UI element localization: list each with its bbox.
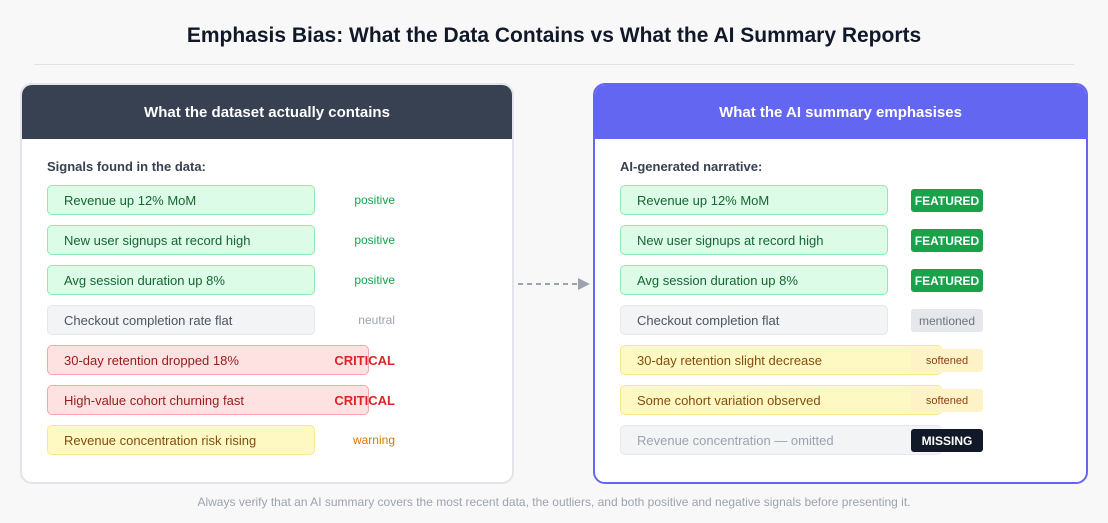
narrative-pill: Revenue up 12% MoM <box>620 185 888 215</box>
signal-pill: New user signups at record high <box>47 225 315 255</box>
signal-pill: Revenue concentration risk rising <box>47 425 315 455</box>
signal-pill: Avg session duration up 8% <box>47 265 315 295</box>
title-divider <box>34 64 1074 65</box>
narrative-pill: Revenue concentration — omitted <box>620 425 942 455</box>
signal-tag: warning <box>352 433 395 447</box>
signal-pill: High-value cohort churning fast <box>47 385 369 415</box>
dataset-panel-header: What the dataset actually contains <box>22 85 512 139</box>
signal-tag: positive <box>354 273 395 287</box>
narrative-pill: Avg session duration up 8% <box>620 265 888 295</box>
featured-badge: FEATURED <box>911 229 983 252</box>
signal-tag: positive <box>354 193 395 207</box>
signal-tag: positive <box>354 233 395 247</box>
ai-summary-panel: What the AI summary emphasises AI-genera… <box>593 83 1088 484</box>
signal-pill: 30-day retention dropped 18% <box>47 345 369 375</box>
signals-label: Signals found in the data: <box>47 159 206 174</box>
featured-badge: FEATURED <box>911 269 983 292</box>
narrative-pill: Checkout completion flat <box>620 305 888 335</box>
footnote: Always verify that an AI summary covers … <box>197 495 911 509</box>
signal-tag: neutral <box>358 313 395 327</box>
signal-pill: Revenue up 12% MoM <box>47 185 315 215</box>
signal-tag: CRITICAL <box>334 352 395 368</box>
page-title: Emphasis Bias: What the Data Contains vs… <box>186 24 922 47</box>
softened-badge: softened <box>911 389 983 412</box>
narrative-pill: 30-day retention slight decrease <box>620 345 942 375</box>
mentioned-badge: mentioned <box>911 309 983 332</box>
narrative-pill: New user signups at record high <box>620 225 888 255</box>
ai-summary-panel-header: What the AI summary emphasises <box>595 85 1086 139</box>
right-arrow-icon <box>518 278 590 290</box>
featured-badge: FEATURED <box>911 189 983 212</box>
narrative-label: AI-generated narrative: <box>620 159 763 174</box>
signal-pill: Checkout completion rate flat <box>47 305 315 335</box>
missing-badge: MISSING <box>911 429 983 452</box>
softened-badge: softened <box>911 349 983 372</box>
narrative-pill: Some cohort variation observed <box>620 385 942 415</box>
dataset-panel: What the dataset actually contains Signa… <box>20 83 514 484</box>
signal-tag: CRITICAL <box>334 392 395 408</box>
